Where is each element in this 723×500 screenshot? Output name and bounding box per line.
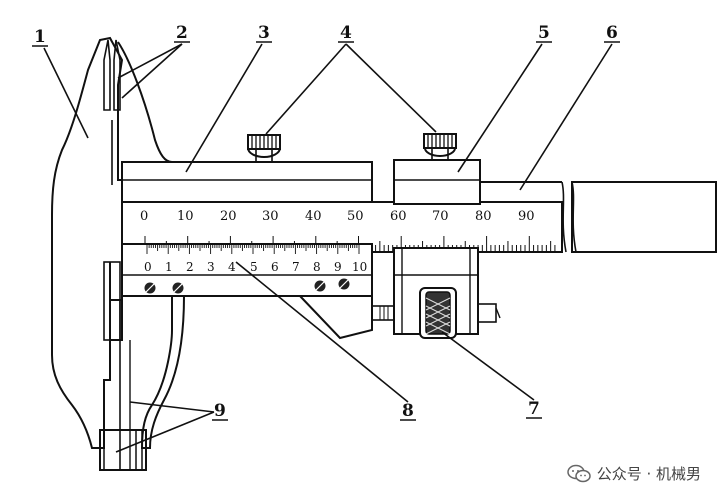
beam-break bbox=[561, 181, 577, 253]
callout-1: 1 bbox=[34, 27, 46, 47]
slider-screw-2 bbox=[172, 282, 184, 294]
main-scale-label-0: 0 bbox=[140, 209, 148, 224]
main-scale-label-20: 20 bbox=[220, 209, 237, 224]
callout-6: 6 bbox=[606, 23, 618, 43]
leader-9a bbox=[129, 401, 215, 413]
main-scale-label-60: 60 bbox=[390, 209, 407, 224]
leader-9b bbox=[115, 411, 215, 453]
vernier-label-9: 9 bbox=[334, 260, 342, 274]
vernier-label-10: 10 bbox=[352, 260, 367, 274]
beam-upper-face bbox=[121, 161, 373, 203]
outside-jaw-tips bbox=[99, 429, 147, 471]
leader-2a bbox=[117, 43, 183, 79]
leader-4a bbox=[265, 43, 347, 135]
vernier-label-2: 2 bbox=[186, 260, 194, 274]
callout-9: 9 bbox=[214, 401, 226, 421]
main-scale-label-10: 10 bbox=[177, 209, 194, 224]
vernier-label-7: 7 bbox=[292, 260, 300, 274]
main-scale-label-30: 30 bbox=[262, 209, 279, 224]
upper-knife-edge-left bbox=[103, 39, 111, 111]
locking-screw-left bbox=[247, 134, 281, 163]
vernier-label-5: 5 bbox=[250, 260, 258, 274]
main-scale-label-80: 80 bbox=[475, 209, 492, 224]
upper-jaw-outer bbox=[117, 41, 372, 163]
upper-jaw-inner bbox=[109, 37, 113, 185]
leader-4b bbox=[345, 43, 437, 133]
fine-adjust-slider bbox=[393, 133, 481, 205]
callout-labels: 1 2 3 4 5 6 7 8 9 bbox=[32, 23, 620, 421]
leader-5 bbox=[457, 43, 543, 173]
vernier-slider: 0 1 2 3 4 5 6 7 8 9 10 bbox=[121, 243, 373, 297]
vernier-label-0: 0 bbox=[144, 260, 152, 274]
slider-screw-4 bbox=[338, 278, 350, 290]
leader-3 bbox=[185, 43, 263, 173]
watermark: 公众号 · 机械男 bbox=[566, 463, 701, 484]
callout-3: 3 bbox=[258, 23, 270, 43]
vernier-scale-ticks bbox=[146, 244, 360, 254]
leader-2b bbox=[121, 43, 183, 99]
callout-7: 7 bbox=[528, 399, 540, 419]
main-scale-label-50: 50 bbox=[347, 209, 364, 224]
main-scale: 0 10 20 30 40 50 60 70 80 90 bbox=[140, 209, 556, 252]
slider-screw-3 bbox=[314, 280, 326, 292]
main-scale-label-90: 90 bbox=[518, 209, 535, 224]
wechat-icon bbox=[566, 464, 591, 482]
leader-8 bbox=[235, 261, 409, 403]
main-scale-label-40: 40 bbox=[305, 209, 322, 224]
leader-1 bbox=[43, 47, 89, 139]
main-beam-far bbox=[571, 181, 717, 253]
vernier-label-6: 6 bbox=[271, 260, 279, 274]
vernier-label-4: 4 bbox=[228, 260, 236, 274]
leader-6 bbox=[519, 43, 613, 191]
leader-7 bbox=[441, 331, 535, 401]
fixed-jaw-body bbox=[51, 36, 124, 449]
main-scale-label-70: 70 bbox=[432, 209, 449, 224]
callout-4: 4 bbox=[340, 23, 352, 43]
watermark-text: 公众号 · 机械男 bbox=[596, 465, 701, 483]
slider-screw-1 bbox=[144, 282, 156, 294]
callout-5: 5 bbox=[538, 23, 550, 43]
vernier-label-1: 1 bbox=[165, 260, 173, 274]
upper-knife-edge-right bbox=[113, 39, 121, 111]
slider-tail bbox=[299, 295, 373, 340]
callout-8: 8 bbox=[402, 401, 414, 421]
vernier-label-3: 3 bbox=[207, 260, 215, 274]
callout-2: 2 bbox=[176, 23, 188, 43]
vernier-label-8: 8 bbox=[313, 260, 321, 274]
leader-lines bbox=[43, 43, 613, 453]
fine-adjust-assembly bbox=[371, 247, 501, 339]
